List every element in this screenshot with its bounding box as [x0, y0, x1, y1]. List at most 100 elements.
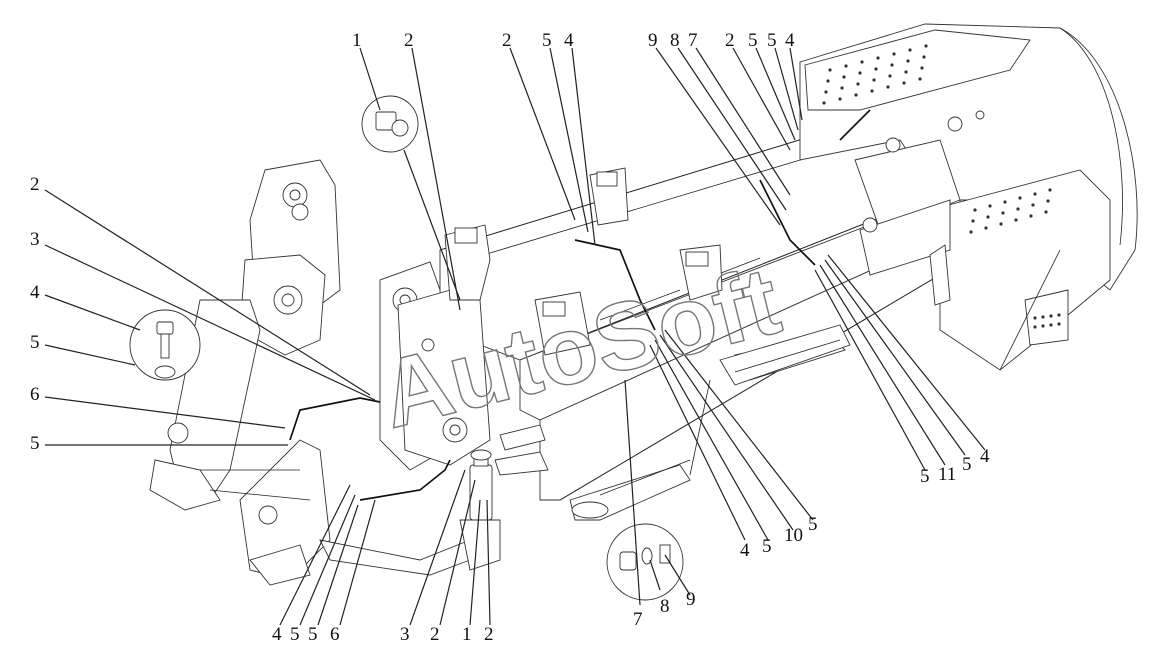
- callout-label: 9: [648, 30, 658, 51]
- perforation-hole: [886, 85, 890, 89]
- perforation-hole: [1049, 323, 1053, 327]
- perforation-hole: [842, 75, 846, 79]
- perforation-hole: [854, 93, 858, 97]
- callout-label: 8: [660, 596, 670, 617]
- callouts-top: 1 2 2 5 4 9 8 7 2 5 5 4: [352, 30, 795, 51]
- perforation-hole: [822, 101, 826, 105]
- callouts-right: 5 11 5 4: [920, 446, 990, 487]
- callout-label: 6: [30, 384, 40, 405]
- callout-label: 7: [688, 30, 698, 51]
- perforation-hole: [922, 55, 926, 59]
- perforation-hole: [1003, 200, 1007, 204]
- perforation-hole: [1014, 218, 1018, 222]
- center-box: [854, 110, 985, 276]
- perforation-hole: [838, 97, 842, 101]
- perforation-hole: [1033, 192, 1037, 196]
- rear-counterweight: [799, 23, 1138, 371]
- perforation-hole: [1016, 207, 1020, 211]
- perforation-hole: [876, 56, 880, 60]
- callout-label: 4: [564, 30, 574, 51]
- perforation-hole: [1046, 199, 1050, 203]
- perforated-plate-small: [1033, 313, 1061, 329]
- callout-label: 4: [785, 30, 795, 51]
- perforation-hole: [1057, 313, 1061, 317]
- perforation-hole: [902, 81, 906, 85]
- callout-label: 2: [725, 30, 735, 51]
- perforation-hole: [1048, 188, 1052, 192]
- perforation-hole: [888, 74, 892, 78]
- perforation-hole: [1057, 322, 1061, 326]
- callout-label: 4: [272, 624, 282, 645]
- perforation-hole: [828, 68, 832, 72]
- callout-label: 5: [762, 536, 772, 557]
- perforation-hole: [1029, 214, 1033, 218]
- callout-label: 4: [30, 282, 40, 303]
- perforation-hole: [826, 79, 830, 83]
- perforated-plate-top: [822, 44, 928, 105]
- perforation-hole: [908, 48, 912, 52]
- callout-label: 8: [670, 30, 680, 51]
- perforation-hole: [1041, 324, 1045, 328]
- callout-label: 7: [633, 609, 643, 630]
- callout-label: 5: [542, 30, 552, 51]
- callout-label: 2: [484, 624, 494, 645]
- perforation-hole: [969, 230, 973, 234]
- perforation-hole: [892, 52, 896, 56]
- callout-label: 10: [784, 525, 803, 546]
- callout-label: 2: [430, 624, 440, 645]
- center-towers: [444, 167, 723, 356]
- callout-label: 4: [740, 540, 750, 561]
- perforation-hole: [984, 226, 988, 230]
- callout-label: 3: [30, 229, 40, 250]
- perforation-hole: [874, 67, 878, 71]
- perforation-hole: [906, 59, 910, 63]
- detail-bubble-bolt-nut: [606, 523, 684, 601]
- perforation-hole: [1001, 211, 1005, 215]
- callout-label: 3: [400, 624, 410, 645]
- frame-drawing: AutoSoft: [44, 23, 1138, 626]
- callouts-bottom-center: 7 8 9 4 5 10 5: [633, 514, 818, 630]
- perforation-hole: [856, 82, 860, 86]
- perforation-hole: [1044, 210, 1048, 214]
- perforation-hole: [973, 208, 977, 212]
- callout-label: 6: [330, 624, 340, 645]
- perforation-hole: [844, 64, 848, 68]
- callout-label: 2: [404, 30, 414, 51]
- callout-label: 1: [352, 30, 362, 51]
- perforation-hole: [1049, 314, 1053, 318]
- callout-label: 2: [30, 174, 40, 195]
- callout-label: 5: [30, 332, 40, 353]
- callouts-bottom-left: 4 5 5 6 3 2 1 2: [272, 624, 494, 645]
- leader-lines: [44, 47, 986, 626]
- perforation-hole: [986, 215, 990, 219]
- perforation-hole: [870, 89, 874, 93]
- perforation-hole: [999, 222, 1003, 226]
- callout-label: 1: [462, 624, 472, 645]
- callouts-left: 2 3 4 5 6 5: [30, 174, 40, 454]
- detail-bubble-bolt-washer: [129, 309, 201, 381]
- perforation-hole: [1031, 203, 1035, 207]
- perforation-hole: [860, 60, 864, 64]
- callout-label: 5: [808, 514, 818, 535]
- perforation-hole: [824, 90, 828, 94]
- callout-label: 5: [767, 30, 777, 51]
- callout-label: 9: [686, 589, 696, 610]
- walkway-step: [719, 244, 951, 386]
- front-towers: [239, 159, 491, 471]
- hydraulic-cylinder: [459, 449, 501, 571]
- perforation-hole: [840, 86, 844, 90]
- detail-bubble-elbow-fitting: [361, 95, 419, 153]
- callout-label: 5: [920, 466, 930, 487]
- left-base-frame: [149, 299, 471, 586]
- perforation-hole: [971, 219, 975, 223]
- perforation-hole: [920, 66, 924, 70]
- perforation-hole: [1041, 315, 1045, 319]
- perforation-hole: [988, 204, 992, 208]
- callout-label: 5: [30, 433, 40, 454]
- callout-label: 5: [962, 454, 972, 475]
- hydraulic-pipes: [289, 109, 871, 501]
- perforation-hole: [918, 77, 922, 81]
- perforation-hole: [890, 63, 894, 67]
- perforation-hole: [858, 71, 862, 75]
